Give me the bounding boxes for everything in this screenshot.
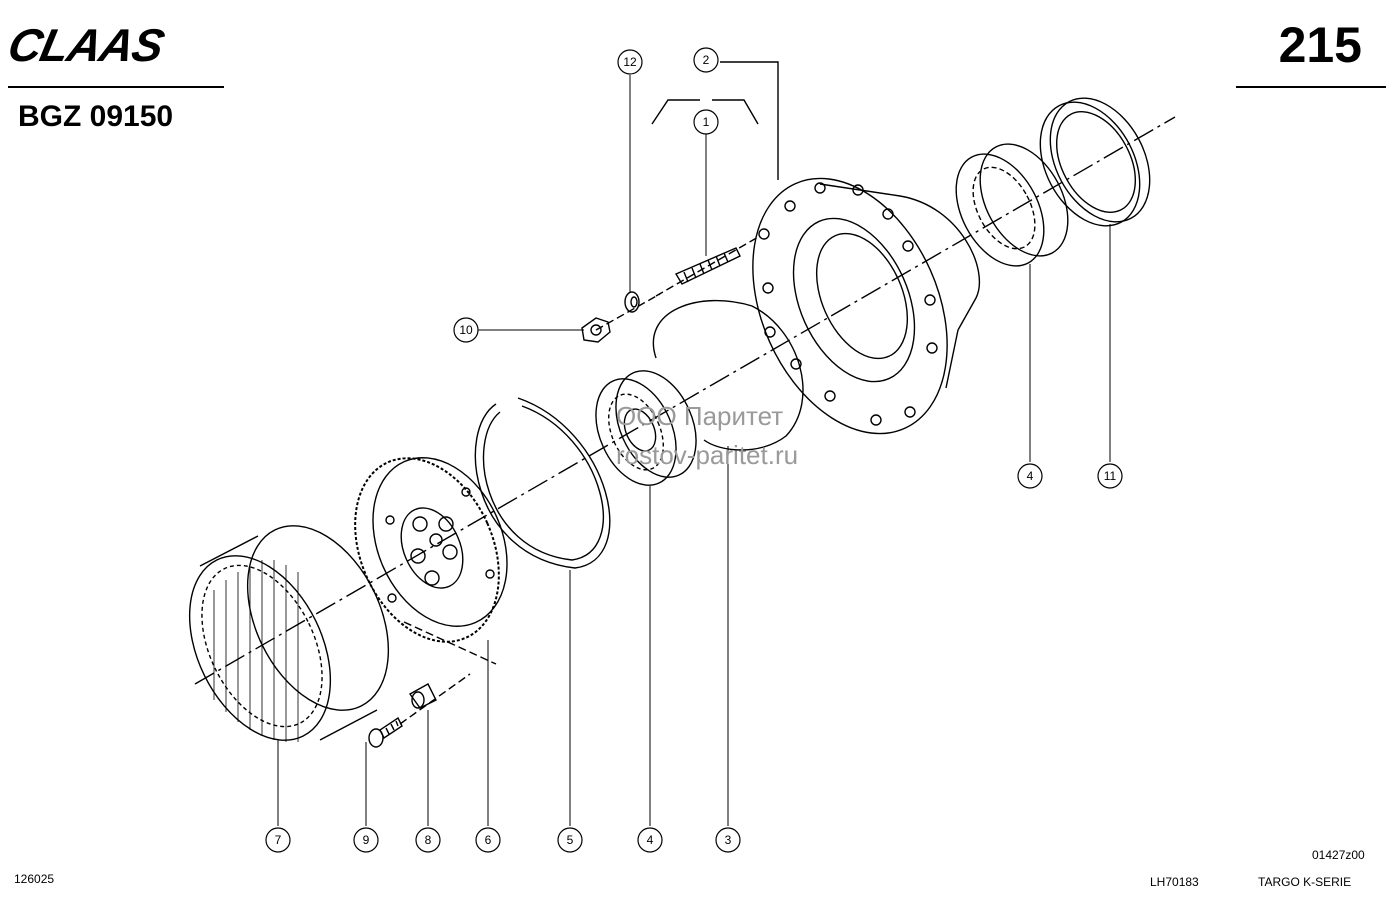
callout-9: 9	[353, 827, 379, 853]
callout-circle	[1017, 463, 1043, 489]
callout-circle	[637, 827, 663, 853]
stud-axis-line	[595, 293, 661, 331]
header-rule-right	[1236, 86, 1386, 88]
seal-ring-part	[1039, 97, 1151, 227]
leader-lines	[277, 75, 1111, 826]
sleeve-part	[408, 683, 437, 709]
drawing-number: 01427z00	[1312, 848, 1365, 862]
callout-circle	[617, 49, 643, 75]
snap-ring-part	[474, 397, 611, 569]
page-number: 215	[1278, 17, 1362, 73]
callout-6: 6	[475, 827, 501, 853]
wheel-hub-part	[752, 177, 981, 435]
callout-11: 11	[1097, 463, 1123, 489]
bolt-axis-line	[399, 673, 471, 725]
callout-circle	[453, 317, 479, 343]
callout-number: 9	[363, 833, 370, 847]
group-code: BGZ 09150	[18, 100, 174, 133]
callout-number: 11	[1104, 469, 1117, 483]
callout-4: 4	[1017, 463, 1043, 489]
callout-circle	[265, 827, 291, 853]
callout-4: 4	[637, 827, 663, 853]
callout-circle	[693, 47, 719, 73]
callout-number: 5	[567, 833, 574, 847]
callout-circle	[715, 827, 741, 853]
callout-3: 3	[715, 827, 741, 853]
footer-ref-mid: LH70183	[1150, 875, 1199, 889]
washer-part	[624, 291, 640, 313]
footer-ref-left: 126025	[14, 872, 55, 886]
callout-2: 2	[693, 47, 719, 73]
callout-circle	[353, 827, 379, 853]
callout-circle	[1097, 463, 1123, 489]
callout-number: 8	[425, 833, 432, 847]
bracket-hub	[720, 61, 779, 180]
callout-7: 7	[265, 827, 291, 853]
callout-circle	[557, 827, 583, 853]
callout-number: 3	[725, 833, 732, 847]
carrier-axis-line	[403, 621, 497, 665]
callout-5: 5	[557, 827, 583, 853]
callout-number: 4	[647, 833, 654, 847]
callout-number: 6	[485, 833, 492, 847]
wheel-stud-part	[655, 235, 761, 297]
callout-8: 8	[415, 827, 441, 853]
ring-gear-part	[188, 525, 390, 742]
watermark-url: rostov-paritet.ru	[616, 440, 799, 470]
callout-circle	[415, 827, 441, 853]
callout-circle	[475, 827, 501, 853]
footer-series: TARGO K-SERIE	[1258, 875, 1352, 889]
bracket-right	[712, 99, 759, 125]
watermark-company: ООО Паритет	[616, 401, 784, 431]
callout-number: 2	[703, 53, 710, 67]
bolt-part	[368, 716, 403, 748]
bearing-small-part	[595, 370, 697, 486]
callout-circle	[693, 109, 719, 135]
callout-layer: 12 2 1 10 4 11 7 9 8 6 5 4 3	[265, 47, 1123, 853]
callout-number: 12	[623, 55, 637, 69]
header-rule-left	[8, 86, 224, 88]
bracket-left	[651, 99, 700, 125]
bearing-large-part	[955, 143, 1069, 267]
wheel-nut-part	[581, 317, 611, 343]
callout-number: 1	[703, 115, 710, 129]
planet-carrier-part	[354, 457, 508, 643]
o-ring-part	[652, 299, 804, 451]
callout-number: 4	[1027, 469, 1034, 483]
callout-1: 1	[693, 109, 719, 135]
callout-number: 7	[275, 833, 282, 847]
callout-10: 10	[453, 317, 479, 343]
callout-number: 10	[459, 323, 473, 337]
callout-12: 12	[617, 49, 643, 75]
